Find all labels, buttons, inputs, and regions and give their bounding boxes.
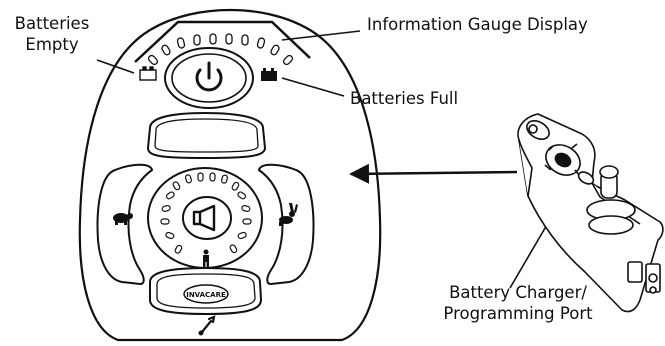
invacare-logo: INVACARE — [186, 291, 226, 299]
power-button[interactable] — [164, 47, 254, 109]
information-gauge-display — [134, 20, 311, 66]
detail-arrow — [349, 163, 518, 184]
person-icon — [203, 249, 209, 268]
rabbit-icon — [279, 203, 298, 226]
label-batteries-full: Batteries Full — [350, 89, 459, 108]
horn-button[interactable] — [182, 196, 232, 240]
leader-charger — [509, 222, 549, 289]
battery-full-icon — [261, 68, 277, 81]
invacare-logo-badge — [183, 284, 229, 304]
controller-side-view — [517, 113, 664, 313]
wrench-icon — [198, 315, 216, 336]
leader-batteries-empty — [96, 59, 135, 74]
top-button[interactable] — [146, 111, 267, 160]
label-charger-line1: Battery Charger/ — [449, 283, 587, 302]
speed-up-button[interactable] — [257, 163, 315, 286]
label-information-gauge: Information Gauge Display — [367, 15, 588, 34]
leader-batteries-full — [281, 77, 345, 97]
label-charger-line2: Programming Port — [443, 304, 593, 323]
mode-button[interactable]: INVACARE — [149, 266, 263, 316]
battery-empty-icon — [139, 66, 157, 81]
leader-information-gauge — [281, 30, 361, 41]
label-batteries-empty-line2: Empty — [25, 35, 79, 54]
label-charger-port: Battery Charger/ Programming Port — [432, 282, 604, 324]
label-batteries-empty: Batteries Empty — [0, 13, 104, 55]
label-batteries-empty-line1: Batteries — [14, 14, 90, 33]
horn-icon — [192, 204, 216, 232]
power-icon — [195, 61, 223, 92]
turtle-icon — [113, 213, 133, 225]
speed-down-button[interactable] — [96, 163, 154, 286]
